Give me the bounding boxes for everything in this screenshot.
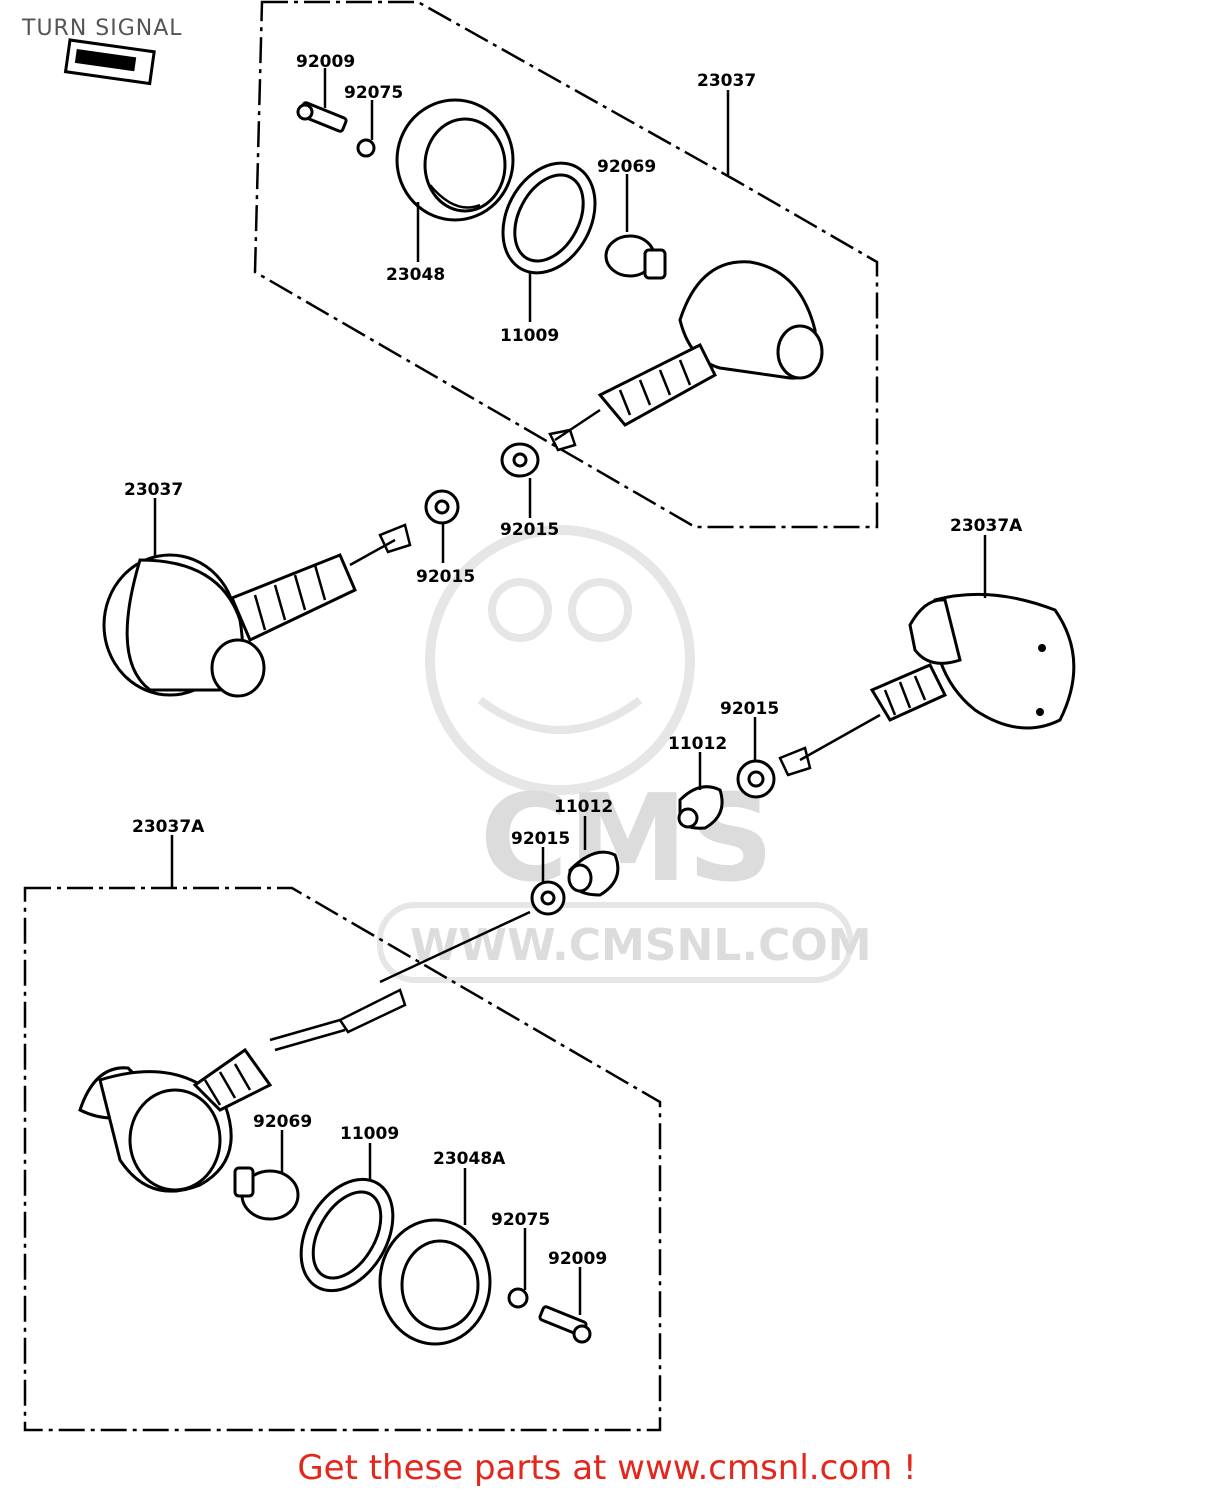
callout-leaders — [153, 68, 987, 1315]
bolt-92009-bottom — [538, 1305, 592, 1344]
bolt-92009-top — [296, 101, 348, 133]
bulb-92069-bottom — [233, 1166, 300, 1221]
signal-housing-23037A-bottom — [78, 1047, 273, 1193]
nut-92015-top-group — [500, 442, 540, 478]
callout-92009-bottom: 92009 — [548, 1249, 607, 1269]
callout-92015-lower: 92015 — [511, 829, 570, 849]
washer-92075-top — [356, 138, 376, 158]
callout-23048: 23048 — [386, 265, 445, 285]
signal-housing-23037-left — [102, 523, 412, 698]
callout-92075-bottom: 92075 — [491, 1210, 550, 1230]
signal-housing-23037-top — [548, 260, 824, 452]
nut-92015-right — [736, 759, 776, 799]
footer-shop-link[interactable]: Get these parts at www.cmsnl.com ! — [297, 1448, 917, 1488]
watermark-brand: CMS — [480, 770, 774, 909]
callout-11012-upper: 11012 — [668, 734, 727, 754]
callout-23048A: 23048A — [433, 1149, 506, 1169]
front-logo-icon — [63, 38, 156, 86]
gasket-11009-top — [501, 161, 597, 275]
top-group-outline — [253, 0, 879, 529]
callout-23037A-right: 23037A — [950, 516, 1023, 536]
callout-23037A-bottom: 23037A — [132, 817, 205, 837]
callout-92015-right: 92015 — [720, 699, 779, 719]
wire-bottom — [379, 910, 531, 984]
gasket-11009-bottom — [299, 1177, 395, 1293]
callout-92009-top: 92009 — [296, 52, 355, 72]
callout-92075-top: 92075 — [344, 83, 403, 103]
watermark-url: WWW.CMSNL.COM — [410, 920, 872, 971]
bulb-92069-top — [604, 234, 667, 280]
washer-92075-bottom — [507, 1287, 529, 1309]
callout-92015-center: 92015 — [500, 520, 559, 540]
callout-23037-left: 23037 — [124, 480, 183, 500]
lens-23048 — [395, 98, 515, 222]
page-title: TURN SIGNAL — [22, 16, 183, 41]
cap-11012-lower — [567, 850, 620, 897]
callout-11009-top: 11009 — [500, 326, 559, 346]
callout-92015-left: 92015 — [416, 567, 475, 587]
callout-92069-top: 92069 — [597, 157, 656, 177]
callout-11009-bottom: 11009 — [340, 1124, 399, 1144]
signal-housing-23037A-right — [778, 592, 1076, 777]
bottom-group-outline — [23, 886, 662, 1432]
cap-11012-upper — [677, 785, 724, 830]
watermark-mascot-head — [425, 525, 695, 795]
callout-92069-bottom: 92069 — [253, 1112, 312, 1132]
callout-23037-top: 23037 — [697, 71, 756, 91]
callout-11012-lower: 11012 — [554, 797, 613, 817]
nut-92015-lower — [530, 880, 566, 916]
watermark: CMS WWW.CMSNL.COM — [377, 525, 872, 983]
lens-23048A — [378, 1218, 492, 1346]
nut-92015-center — [424, 489, 460, 525]
